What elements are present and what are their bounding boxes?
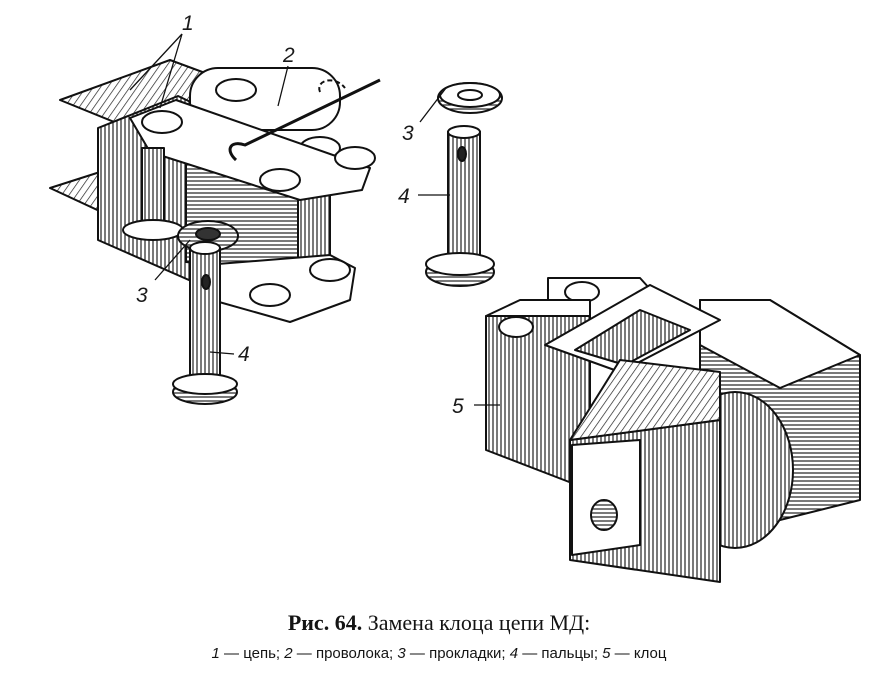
washer-top xyxy=(437,82,503,114)
pin-right xyxy=(425,125,495,287)
technical-drawing: 1 2 3 4 3 4 5 xyxy=(49,12,861,583)
pin-left xyxy=(172,241,238,405)
label-washer-bottom: 3 xyxy=(136,284,148,307)
label-shoe: 5 xyxy=(452,395,464,418)
legend-item: 5 — клоц xyxy=(602,645,667,662)
caption-title: Замена клоца цепи МД: xyxy=(367,610,591,635)
label-chain: 1 xyxy=(182,12,194,35)
legend-item: 2 — проволока; xyxy=(284,645,398,662)
label-wire: 2 xyxy=(282,44,295,67)
label-washer-top: 3 xyxy=(402,122,414,145)
figure-caption-title: Рис. 64. Замена клоца цепи МД: xyxy=(0,610,878,636)
figure-caption-legend: 1 — цепь; 2 — проволока; 3 — прокладки; … xyxy=(0,645,878,662)
shoe xyxy=(485,277,861,583)
legend-item: 1 — цепь; xyxy=(211,645,285,662)
legend-item: 3 — прокладки; xyxy=(397,645,510,662)
label-pin-right: 4 xyxy=(398,185,410,208)
caption-prefix: Рис. 64. xyxy=(287,610,363,635)
label-pin-left: 4 xyxy=(238,343,250,366)
legend-item: 4 — пальцы; xyxy=(509,645,603,662)
chain-assembly xyxy=(49,59,381,323)
leader-lines xyxy=(129,33,500,406)
